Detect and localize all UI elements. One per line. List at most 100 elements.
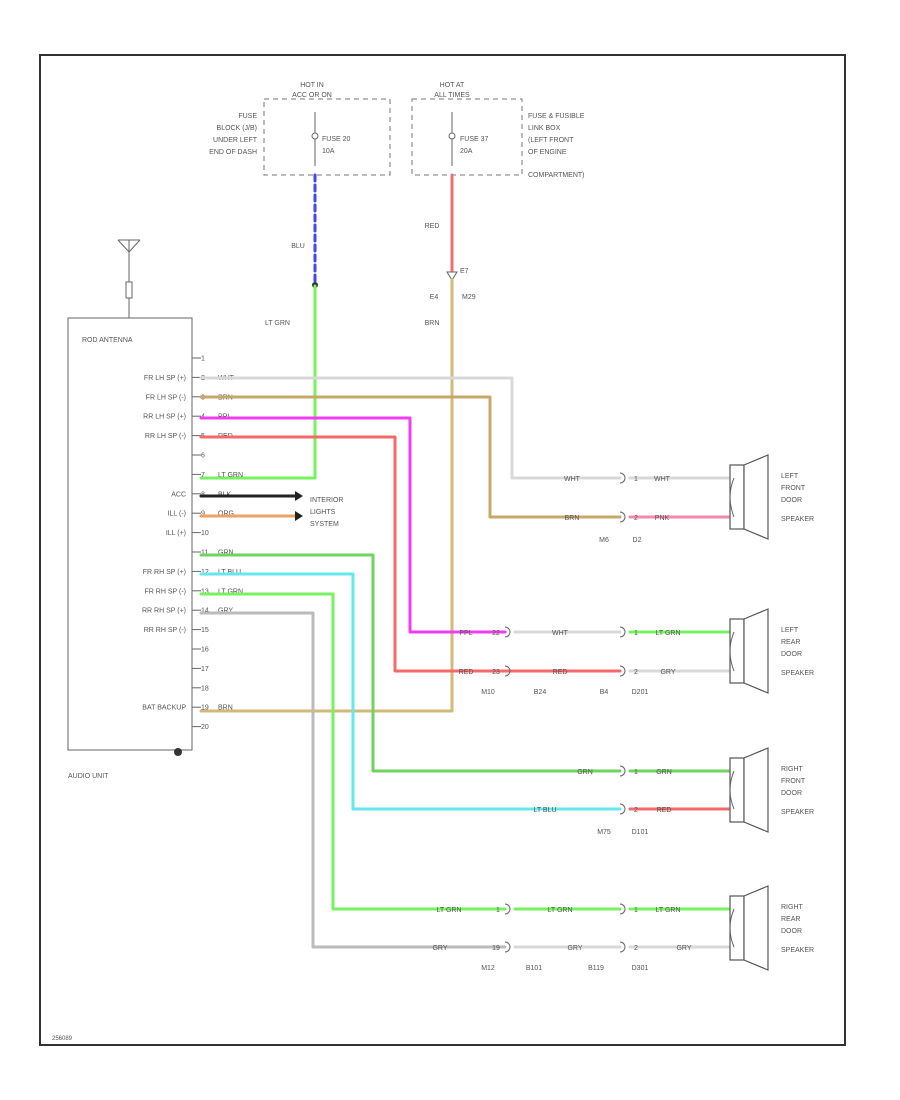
fuse-left-label-2: BLOCK (J/B)	[217, 125, 257, 132]
feed-label-lt-grn: LT GRN	[265, 320, 290, 327]
pin-function-label: RR LH SP (-)	[145, 433, 186, 440]
rr-top-wire-3: LT GRN	[655, 907, 680, 914]
connector-e7-symbol	[446, 271, 458, 281]
fuse-block-left: HOT IN ACC OR ON FUSE BLOCK (J/B) UNDER …	[209, 82, 391, 176]
diagram-frame	[39, 54, 846, 1046]
rr-top-pin-b: 1	[634, 907, 638, 914]
pin-number: 12	[201, 569, 209, 576]
lr-conn-1: M10	[481, 689, 495, 696]
rr-speaker-1: RIGHT	[781, 904, 804, 911]
rr-bot-wire-2: GRY	[567, 945, 582, 952]
fuse-right-header-2: ALL TIMES	[434, 92, 470, 99]
lr-top-wire-1: PPL	[459, 630, 472, 637]
fuse-37-symbol	[448, 132, 456, 140]
pin-number: 19	[201, 705, 209, 712]
fuse-20-symbol	[311, 132, 319, 140]
pin-wire-color: GRY	[218, 608, 233, 615]
antenna-label: ROD ANTENNA	[82, 337, 133, 344]
speaker-icon	[729, 885, 769, 971]
fuse-left-label-3: UNDER LEFT	[213, 137, 258, 144]
rf-conn-1: M75	[597, 829, 611, 836]
rf-bot-wire-2: RED	[657, 807, 672, 814]
fuse-right-name: FUSE 37	[460, 136, 489, 143]
illum-line-3: SYSTEM	[310, 521, 339, 528]
lr-bot-wire-2: RED	[553, 669, 568, 676]
rf-speaker-3: DOOR	[781, 790, 802, 797]
rr-bot-wire-3: GRY	[676, 945, 691, 952]
lf-top-wire-2: WHT	[654, 476, 671, 483]
lf-conn-1: M6	[599, 537, 609, 544]
pin-number: 11	[201, 550, 208, 557]
pin-number: 10	[201, 530, 209, 537]
speaker-wires	[199, 376, 622, 949]
rf-top-wire-2: GRN	[656, 769, 672, 776]
lr-speaker-2: REAR	[781, 639, 800, 646]
lf-conn-2: D2	[633, 537, 642, 544]
rr-conn-2: B101	[526, 965, 542, 972]
feed-label-e4: E4	[430, 294, 439, 301]
fuse-left-header-2: ACC OR ON	[292, 92, 332, 99]
rr-speaker-4: SPEAKER	[781, 947, 814, 954]
rr-speaker-2: REAR	[781, 916, 800, 923]
rr-top-pin-a: 1	[496, 907, 500, 914]
wire-lt-grn-rr	[199, 592, 507, 911]
fuse-left-label-4: END OF DASH	[209, 149, 257, 156]
illum-line-2: LIGHTS	[310, 509, 336, 516]
pin-function-label: RR RH SP (+)	[142, 608, 186, 615]
lr-speaker-1: LEFT	[781, 627, 799, 634]
rf-bot-pin: 2	[634, 807, 638, 814]
lf-speaker-3: DOOR	[781, 497, 802, 504]
pin-number: 16	[201, 647, 209, 654]
pin-number: 9	[201, 511, 205, 518]
pin-number: 17	[201, 666, 209, 673]
pin-row: 6	[192, 453, 205, 460]
pin-wire-color: LT GRN	[218, 588, 243, 595]
pin-wire-color: GRN	[218, 550, 234, 557]
pin-row: 18	[192, 685, 209, 692]
lf-bot-wire-1: BRN	[565, 515, 580, 522]
rf-speaker-2: FRONT	[781, 778, 806, 785]
pin-number: 18	[201, 685, 209, 692]
right-rear-speaker-circuit: LT GRN 1 LT GRN 1 LT GRN GRY 19 GRY 2 GR…	[432, 885, 814, 972]
arrow-org	[295, 511, 303, 521]
rf-bot-wire-1: LT BLU	[533, 807, 556, 814]
feed-label-m29: M29	[462, 294, 476, 301]
fuse-right-label-3: (LEFT FRONT	[528, 137, 574, 144]
diagram-id: 256089	[52, 1036, 73, 1042]
pin-number: 6	[201, 453, 205, 460]
lf-speaker-2: FRONT	[781, 485, 806, 492]
pin-wire-color: ORG	[218, 511, 234, 518]
fuse-left-amps: 10A	[322, 148, 335, 155]
wire-red-lr	[199, 435, 622, 673]
lr-conn-4: D201	[632, 689, 649, 696]
pin-function-label: FR RH SP (+)	[143, 569, 186, 576]
wire-brn-lf	[199, 395, 622, 519]
fuse-right-amps: 20A	[460, 148, 473, 155]
lr-conn-3: B4	[600, 689, 609, 696]
lr-top-wire-3: LT GRN	[655, 630, 680, 637]
feed-label-brn: BRN	[425, 320, 440, 327]
rr-bot-pin-b: 2	[634, 945, 638, 952]
fuse-right-label-5: COMPARTMENT)	[528, 172, 585, 179]
pin-wire-color: BRN	[218, 705, 233, 712]
lf-top-pin: 1	[634, 476, 638, 483]
audio-unit-name: AUDIO UNIT	[68, 773, 109, 780]
rr-conn-3: B119	[588, 965, 604, 972]
left-front-speaker-circuit: WHT 1 WHT BRN 2 PNK M6 D2 LEFT FRONT DOO…	[564, 454, 814, 544]
rr-bot-pin-a: 19	[492, 945, 500, 952]
rr-top-wire-1: LT GRN	[436, 907, 461, 914]
lf-speaker-1: LEFT	[781, 473, 799, 480]
lf-speaker-4: SPEAKER	[781, 516, 814, 523]
pin-function-label: FR LH SP (-)	[146, 394, 186, 401]
lr-conn-2: B24	[534, 689, 547, 696]
ground-terminal	[174, 748, 182, 756]
rr-speaker-3: DOOR	[781, 928, 802, 935]
rf-top-wire-1: GRN	[577, 769, 593, 776]
